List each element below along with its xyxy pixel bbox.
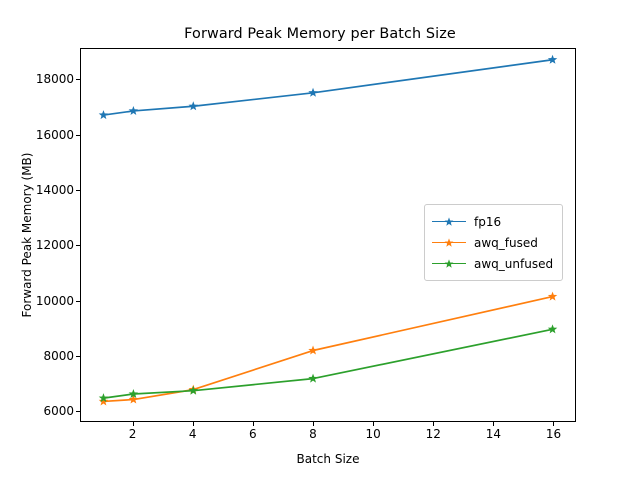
- x-tick-label: 4: [188, 427, 197, 441]
- data-point-marker: [98, 393, 109, 403]
- x-tick-label: 8: [309, 427, 317, 441]
- y-tick-label: 8000: [43, 349, 74, 364]
- y-tick-mark: [76, 411, 80, 413]
- y-tick-mark: [76, 79, 80, 81]
- data-point-marker: [308, 373, 318, 383]
- data-point-marker: [188, 101, 199, 111]
- x-tick-label: 14: [485, 427, 501, 441]
- y-tick-label: 16000: [35, 127, 74, 142]
- x-tick-mark: [132, 422, 134, 426]
- data-point-marker: [547, 54, 558, 64]
- y-tick-label: 10000: [35, 293, 74, 308]
- data-point-marker: [308, 87, 318, 97]
- y-tick-mark: [76, 356, 80, 358]
- y-axis-ticks: 6000 8000 10000 12000 14000 16000 18000: [0, 0, 74, 480]
- legend-star-icon: [444, 216, 454, 226]
- data-point-marker: [128, 105, 139, 115]
- data-point-marker: [98, 396, 109, 406]
- legend-item-awq_fused[interactable]: awq_fused: [432, 232, 553, 253]
- legend-swatch-icon: [432, 215, 466, 229]
- series-layer: [98, 54, 558, 406]
- legend-label: awq_unfused: [474, 256, 554, 271]
- series-awq_unfused: [98, 324, 558, 403]
- legend-item-awq_unfused[interactable]: awq_unfused: [432, 253, 553, 274]
- data-point-marker: [188, 385, 199, 395]
- x-tick-label: 6: [249, 427, 257, 441]
- series-line: [102, 58, 554, 116]
- series-awq_fused: [98, 291, 558, 406]
- y-tick-label: 6000: [43, 404, 74, 419]
- x-tick-label: 16: [545, 427, 562, 441]
- legend-star-icon: [444, 237, 454, 247]
- x-tick-label: 2: [128, 427, 137, 441]
- x-tick-mark: [192, 422, 194, 426]
- y-tick-label: 18000: [35, 72, 74, 87]
- series-line: [102, 295, 554, 403]
- data-point-marker: [98, 110, 109, 120]
- x-tick-mark: [252, 422, 254, 426]
- y-tick-mark: [76, 300, 80, 302]
- legend-label: fp16: [474, 214, 502, 229]
- data-point-marker: [547, 324, 558, 334]
- y-tick-label: 14000: [35, 183, 74, 197]
- x-tick-mark: [553, 422, 555, 426]
- chart-title: Forward Peak Memory per Batch Size: [184, 26, 456, 42]
- legend-item-fp16[interactable]: fp16: [432, 211, 553, 232]
- x-tick-label: 10: [365, 427, 381, 441]
- data-point-marker: [547, 291, 558, 301]
- y-tick-mark: [76, 245, 80, 247]
- legend-swatch-icon: [432, 236, 466, 250]
- x-tick-mark: [312, 422, 314, 426]
- y-tick-mark: [76, 134, 80, 136]
- x-axis-label: Batch Size: [296, 452, 360, 466]
- x-tick-mark: [373, 422, 375, 426]
- legend-swatch-icon: [432, 257, 466, 271]
- data-point-marker: [308, 345, 318, 355]
- series-line: [102, 328, 554, 399]
- series-fp16: [98, 54, 558, 120]
- y-tick-label: 12000: [35, 238, 74, 253]
- y-tick-mark: [76, 190, 80, 191]
- chart-legend: fp16 awq_fused awq_unfused: [424, 204, 564, 281]
- data-point-marker: [128, 389, 139, 399]
- plot-inner: [81, 49, 575, 421]
- x-tick-mark: [493, 422, 495, 426]
- legend-label: awq_fused: [474, 235, 538, 250]
- legend-star-icon: [444, 258, 454, 268]
- x-tick-mark: [433, 422, 435, 426]
- x-tick-label: 12: [425, 427, 441, 441]
- data-point-marker: [128, 394, 139, 404]
